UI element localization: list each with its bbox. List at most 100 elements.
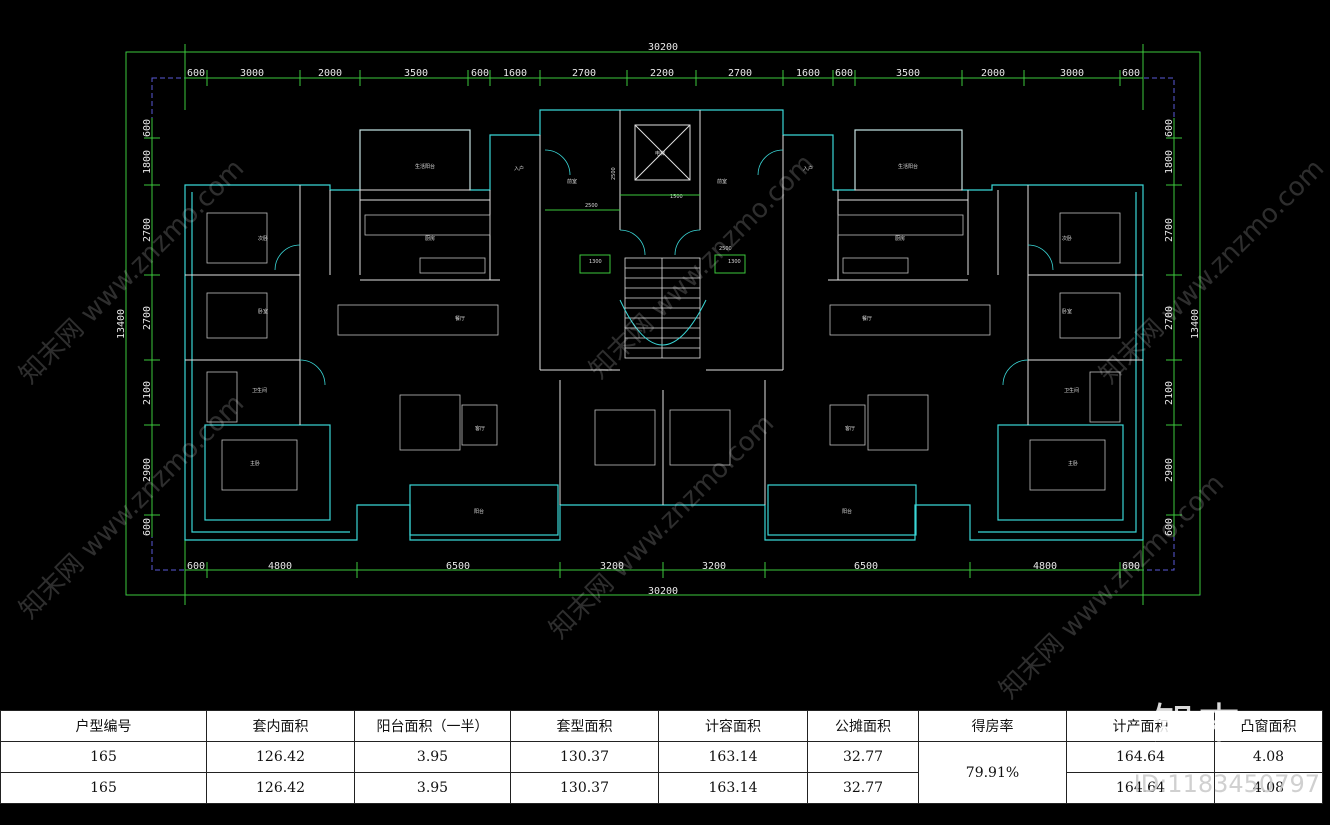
table-cell: 32.77 xyxy=(807,741,919,773)
room-label: 卧室 xyxy=(258,308,268,315)
bottom-dim: 6500 xyxy=(446,561,470,572)
room-label: 厨房 xyxy=(895,235,905,242)
internal-dimension-labels: 2500 2500 1500 1300 1300 2500 xyxy=(585,167,741,265)
door-swings xyxy=(274,149,1054,386)
total-width-top: 30200 xyxy=(648,42,678,53)
right-dimension-labels: 13400 600 1800 2700 2700 2100 2900 600 xyxy=(1164,119,1201,536)
room-label: 阳台 xyxy=(474,508,484,515)
right-dim: 2100 xyxy=(1164,381,1175,405)
left-dim: 2900 xyxy=(142,458,153,482)
top-dim: 1600 xyxy=(503,68,527,79)
left-dim: 1800 xyxy=(142,150,153,174)
room-label: 客厅 xyxy=(845,425,855,432)
table-header: 凸窗面积 xyxy=(1214,710,1323,742)
left-dim: 2700 xyxy=(142,218,153,242)
table-row: 165 126.42 3.95 130.37 163.14 32.77 164.… xyxy=(0,772,1323,804)
watermark-text: 知末网 www.znzmo.com xyxy=(544,409,780,645)
table-header: 阳台面积（一半） xyxy=(354,710,511,742)
inner-dim: 2500 xyxy=(585,203,598,209)
table-cell: 126.42 xyxy=(206,772,355,804)
top-dim: 600 xyxy=(835,68,853,79)
stair xyxy=(624,257,701,359)
right-dim: 2900 xyxy=(1164,458,1175,482)
watermark-text: 知末网 www.znzmo.com xyxy=(994,469,1230,705)
furniture-left xyxy=(206,212,656,491)
table-header: 公摊面积 xyxy=(807,710,919,742)
bottom-dim: 3200 xyxy=(702,561,726,572)
table-cell: 32.77 xyxy=(807,772,919,804)
right-dim: 2700 xyxy=(1164,218,1175,242)
area-table: 户型编号 套内面积 阳台面积（一半） 套型面积 计容面积 公摊面积 得房率 计产… xyxy=(0,710,1323,804)
table-header: 套型面积 xyxy=(510,710,659,742)
room-label: 卧室 xyxy=(1062,308,1072,315)
furniture-right xyxy=(669,212,1121,491)
room-label: 餐厅 xyxy=(455,315,465,322)
table-header: 计容面积 xyxy=(658,710,808,742)
table-header: 套内面积 xyxy=(206,710,355,742)
room-label: 前室 xyxy=(567,178,577,185)
room-label: 入户 xyxy=(803,165,813,172)
table-cell: 163.14 xyxy=(658,772,808,804)
room-label: 客厅 xyxy=(475,425,485,432)
floor-plan-drawing: 30200 30200 600 3000 2000 3500 600 1600 … xyxy=(14,42,1330,705)
bottom-dim: 4800 xyxy=(1033,561,1057,572)
room-label: 生活阳台 xyxy=(415,163,435,170)
watermark-text: 知末网 www.znzmo.com xyxy=(14,389,250,625)
table-cell: 4.08 xyxy=(1214,741,1323,773)
table-cell: 3.95 xyxy=(354,741,511,773)
room-label: 餐厅 xyxy=(862,315,872,322)
room-label: 厨房 xyxy=(425,235,435,242)
room-label: 生活阳台 xyxy=(898,163,918,170)
room-label: 入户 xyxy=(514,165,524,172)
bottom-dim: 600 xyxy=(1122,561,1140,572)
table-header: 得房率 xyxy=(918,710,1067,742)
bottom-dimension-labels: 600 4800 6500 3200 3200 6500 4800 600 xyxy=(187,561,1140,572)
interior-walls xyxy=(185,110,1143,505)
left-dim: 2700 xyxy=(142,306,153,330)
watermark-text: 知末网 www.znzmo.com xyxy=(584,149,820,385)
table-cell: 4.08 xyxy=(1214,772,1323,804)
top-dim: 2000 xyxy=(318,68,342,79)
bottom-dim: 4800 xyxy=(268,561,292,572)
room-label: 电梯 xyxy=(655,150,665,157)
stair-landing-arc xyxy=(619,299,707,346)
watermark-id: ID:1183450797 xyxy=(1133,770,1320,798)
bottom-dim: 600 xyxy=(187,561,205,572)
inner-dim: 1500 xyxy=(670,194,683,200)
table-cell: 130.37 xyxy=(510,772,659,804)
top-dim: 2200 xyxy=(650,68,674,79)
table-cell: 163.14 xyxy=(658,741,808,773)
table-header: 计产面积 xyxy=(1066,710,1215,742)
right-dim: 600 xyxy=(1164,518,1175,536)
top-dim: 1600 xyxy=(796,68,820,79)
room-label: 主卧 xyxy=(250,460,260,467)
right-dim: 1800 xyxy=(1164,150,1175,174)
table-cell: 165 xyxy=(0,772,207,804)
table-cell: 164.64 xyxy=(1066,772,1215,804)
inner-dim: 2500 xyxy=(719,246,732,252)
left-dim: 600 xyxy=(142,119,153,137)
top-dim: 2700 xyxy=(572,68,596,79)
left-dim: 600 xyxy=(142,518,153,536)
dimension-ticks xyxy=(144,70,1182,578)
room-label: 卫生间 xyxy=(1064,387,1079,394)
room-label: 主卧 xyxy=(1068,460,1078,467)
core-accent-lines xyxy=(545,194,746,274)
table-cell: 126.42 xyxy=(206,741,355,773)
right-dim: 600 xyxy=(1164,119,1175,137)
watermark-text: 知末网 www.znzmo.com xyxy=(1094,154,1330,390)
table-cell: 165 xyxy=(0,741,207,773)
bottom-dim: 3200 xyxy=(600,561,624,572)
room-label: 阳台 xyxy=(842,508,852,515)
top-dim: 2000 xyxy=(981,68,1005,79)
inner-dim: 1300 xyxy=(589,259,602,265)
bottom-dim: 6500 xyxy=(854,561,878,572)
side-height-left: 13400 xyxy=(116,309,127,339)
watermark-logo: 知末 xyxy=(1151,699,1244,748)
table-cell-merged: 79.91% xyxy=(918,741,1067,804)
room-labels: 生活阳台 生活阳台 厨房 厨房 餐厅 餐厅 客厅 客厅 主卧 主卧 次卧 次卧 … xyxy=(250,150,1079,515)
top-dim: 600 xyxy=(187,68,205,79)
left-dim: 2100 xyxy=(142,381,153,405)
inner-dim: 1300 xyxy=(728,259,741,265)
top-dim: 3000 xyxy=(1060,68,1084,79)
